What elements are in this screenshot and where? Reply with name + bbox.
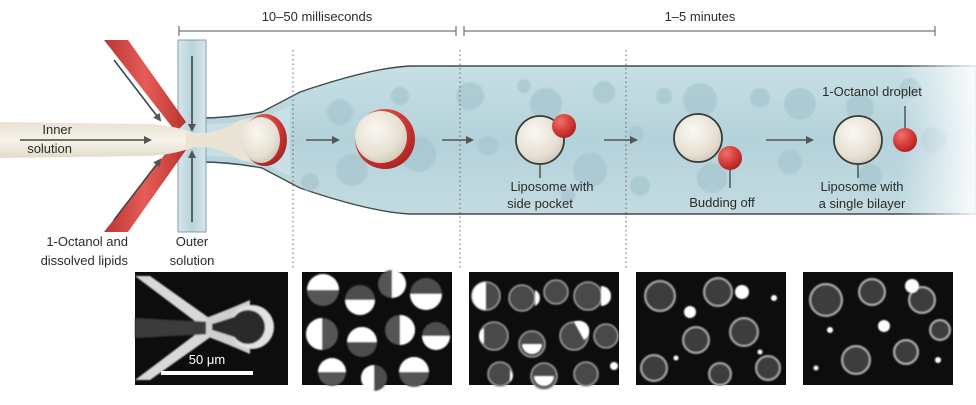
side-pocket-label-1: Liposome with — [510, 179, 593, 194]
single-bilayer-label-1: Liposome with — [820, 179, 903, 194]
inner-solution-label-2: solution — [27, 141, 72, 156]
timescale-bracket-min: 1–5 minutes — [463, 9, 936, 36]
double-emulsion-droplet — [306, 109, 415, 169]
micrograph-side-pockets — [469, 272, 619, 390]
scale-bar-label: 50 μm — [189, 352, 225, 367]
scale-bar — [161, 371, 253, 375]
side-pocket-label-2: side pocket — [507, 196, 573, 211]
single-bilayer-label-2: a single bilayer — [819, 196, 906, 211]
collection-channel — [199, 65, 976, 215]
octanol-lipids-label-1: 1-Octanol and — [46, 234, 128, 249]
micrograph-droplets — [302, 270, 452, 391]
micrograph-junction: 50 μm — [135, 272, 288, 385]
liposome-single-bilayer — [766, 106, 917, 178]
liposome-budding-off — [604, 113, 742, 188]
outer-solution-label-2: solution — [170, 253, 215, 268]
timescale-ms-label: 10–50 milliseconds — [262, 9, 373, 24]
stage-separators — [292, 50, 627, 268]
octanol-droplet-label: 1-Octanol droplet — [822, 84, 922, 99]
liposome-side-pocket — [442, 114, 576, 178]
budding-off-label: Budding off — [689, 195, 755, 210]
timescale-min-label: 1–5 minutes — [665, 9, 736, 24]
micrograph-single-bilayer — [803, 272, 953, 385]
solvent-bubbles — [301, 78, 947, 203]
microfluidic-junction — [0, 39, 287, 233]
octanol-lipids-label-2: dissolved lipids — [41, 253, 129, 268]
micrograph-budding — [636, 272, 786, 386]
timescale-bracket-ms: 10–50 milliseconds — [178, 9, 457, 36]
inner-solution-label-1: Inner — [42, 122, 72, 137]
outer-solution-label-1: Outer — [176, 234, 209, 249]
